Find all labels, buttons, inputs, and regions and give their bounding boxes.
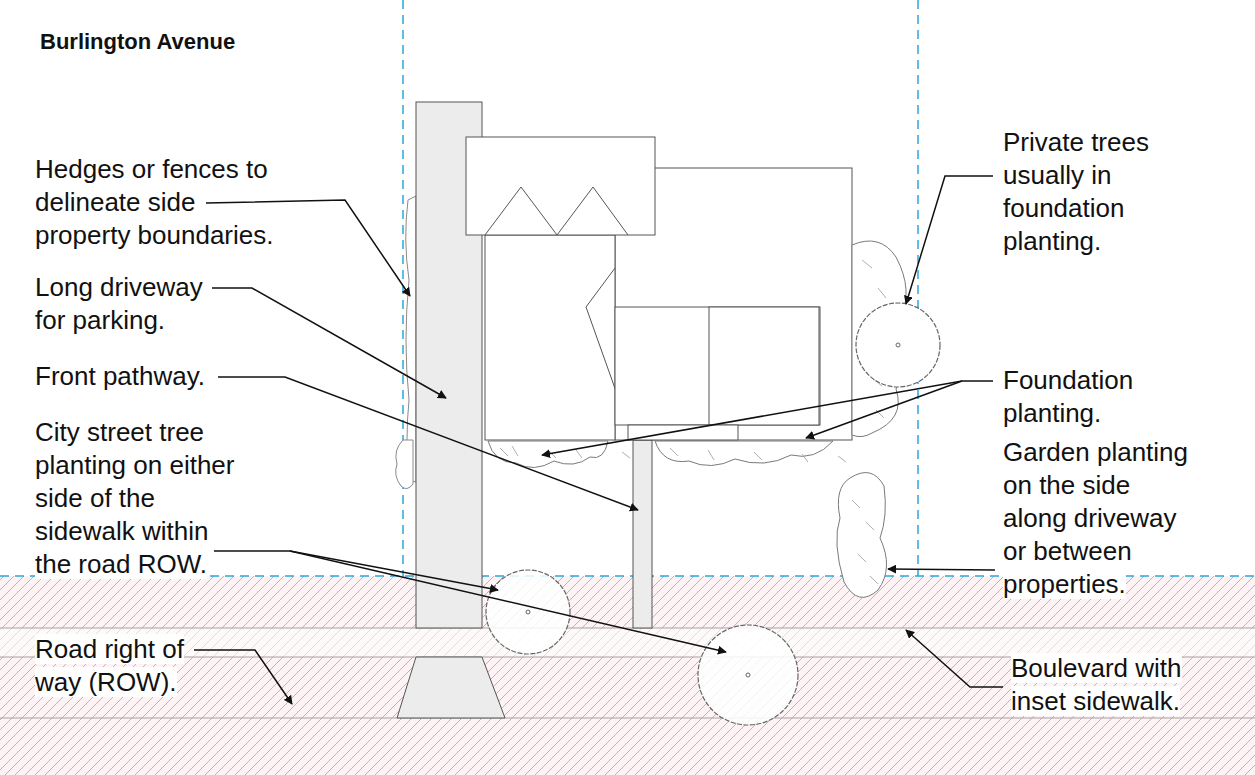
leader-line: [194, 176, 1003, 704]
house-roof-plan: [466, 137, 852, 440]
callout-box: Garden planting on the side along drivew…: [1003, 436, 1195, 601]
foundation-callout: Foundation planting.: [1003, 365, 1133, 428]
callout-box: Long driveway for parking.: [35, 271, 220, 337]
callout-box: Boulevard with inset sidewalk.: [1011, 652, 1221, 718]
street-tree: [486, 570, 798, 725]
callout-box: Road right of way (ROW).: [35, 633, 210, 699]
private-tree: [856, 303, 940, 387]
street-tree-callout: City street tree planting on either side…: [35, 417, 234, 579]
garden-planting: [837, 473, 887, 598]
boulevard-callout: Boulevard with inset sidewalk.: [1011, 653, 1182, 716]
front-pathway: [633, 440, 652, 628]
private-tree-callout: Private trees usually in foundation plan…: [1003, 127, 1149, 256]
driveway-callout: Long driveway for parking.: [35, 272, 203, 335]
callout-box: City street tree planting on either side…: [35, 416, 243, 581]
garden-callout: Garden planting on the side along drivew…: [1003, 437, 1188, 599]
shrub-texture: [500, 260, 886, 462]
hedge-callout: Hedges or fences to delineate side prope…: [35, 154, 273, 250]
callout-box: Private trees usually in foundation plan…: [1003, 126, 1178, 258]
foundation-planting: [488, 241, 906, 468]
side-hedge: [396, 196, 416, 489]
row-callout: Road right of way (ROW).: [35, 634, 184, 697]
pathway-callout: Front pathway.: [35, 361, 205, 391]
callout-box: Hedges or fences to delineate side prope…: [35, 153, 285, 252]
callout-box: Foundation planting.: [1003, 364, 1178, 430]
road-row: [0, 576, 1255, 775]
street-name-title: Burlington Avenue: [40, 29, 235, 55]
callout-box: Front pathway.: [35, 360, 275, 393]
